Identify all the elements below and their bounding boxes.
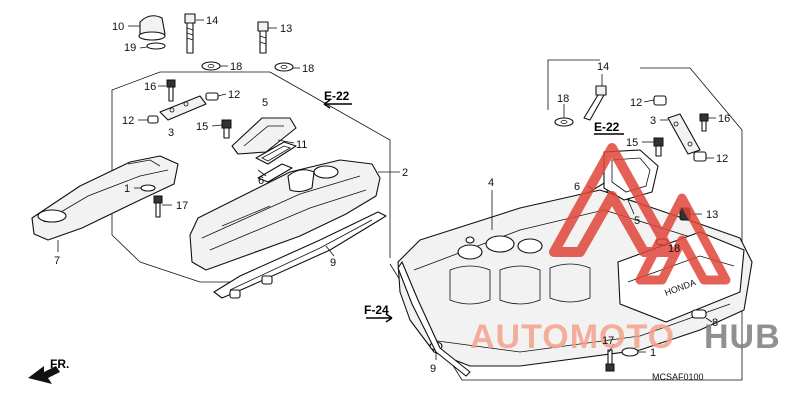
watermark-triangle-right [635, 193, 731, 285]
watermark-triangle-left [549, 143, 675, 257]
part-16-bolt [166, 79, 176, 102]
callout-1: 1 [650, 347, 656, 359]
part-12-grommet [147, 115, 159, 124]
callout-15: 15 [196, 121, 208, 133]
diagram-code: MCSAF0100 [652, 372, 704, 382]
callout-6: 6 [574, 181, 580, 193]
part-12-grommet [693, 151, 707, 162]
callout-17: 17 [602, 335, 614, 347]
callout-18: 18 [557, 93, 569, 105]
part-6-seal [257, 163, 293, 183]
callout-12: 12 [122, 115, 134, 127]
left-assembly-frame [111, 71, 391, 283]
part-5-breather-cover [231, 117, 297, 155]
part-8-grommet [691, 309, 707, 319]
watermark-suffix: HUB [704, 318, 781, 356]
reference-f24: F-24 [364, 303, 389, 317]
part-11-gasket [255, 141, 297, 165]
callout-8: 8 [712, 317, 718, 329]
part-15-bolt-right [653, 137, 664, 157]
watermark-prefix: AUTOMOTO [470, 318, 675, 356]
part-18-washer [201, 61, 221, 71]
callout-18: 18 [668, 243, 680, 255]
watermark: AUTOMOTO HUB [470, 143, 781, 356]
callout-12: 12 [228, 89, 240, 101]
callout-18: 18 [230, 61, 242, 73]
part-12-grommet [205, 92, 219, 101]
callout-1: 1 [124, 183, 130, 195]
callout-labels: 10 19 14 13 18 18 16 12 3 12 5 15 11 6 2… [54, 15, 730, 375]
callout-3: 3 [168, 127, 174, 139]
reference-e22-right: E-22 [594, 120, 620, 134]
left-leader-lines [57, 19, 400, 257]
callout-12: 12 [630, 97, 642, 109]
reference-labels: E-22 E-22 F-24 [323, 89, 624, 323]
callout-15: 15 [626, 137, 638, 149]
callout-16: 16 [144, 81, 156, 93]
front-direction-indicator: FR. [28, 357, 69, 384]
callout-18: 18 [302, 63, 314, 75]
part-19-o-ring [146, 42, 166, 50]
callout-5: 5 [634, 215, 640, 227]
front-arrow-icon [28, 366, 60, 384]
part-15-bolt [221, 119, 232, 139]
callout-13: 13 [280, 23, 292, 35]
part-16-bolt-right [699, 113, 709, 132]
callout-16: 16 [718, 113, 730, 125]
part-17-bolt-right [605, 349, 615, 372]
callout-6: 6 [258, 175, 264, 187]
part-13-bolt [257, 21, 269, 54]
part-9-head-cover-gasket [213, 211, 387, 299]
right-leader-lines [435, 74, 716, 360]
callout-17: 17 [176, 200, 188, 212]
part-3-breather-plate [159, 95, 207, 121]
callout-14: 14 [597, 61, 609, 73]
part-18-washer [274, 62, 294, 72]
front-label: FR. [50, 357, 69, 371]
callout-9: 9 [330, 257, 336, 269]
callout-2: 2 [402, 167, 408, 179]
part-7-side-cover [31, 155, 179, 241]
part-14-bolt [184, 13, 196, 54]
part-12-grommet [653, 95, 667, 106]
part-3-breather-plate-right [667, 113, 701, 155]
part-9-gasket-right [397, 261, 471, 377]
callout-11: 11 [296, 139, 307, 151]
part-17-bolt [153, 195, 163, 218]
part-14-bolt-right [583, 85, 607, 121]
part-10-oil-filler-cap [138, 15, 166, 41]
callout-13: 13 [706, 209, 718, 221]
part-18-washer [554, 117, 574, 127]
callout-12: 12 [716, 153, 728, 165]
callout-3: 3 [650, 115, 656, 127]
part-1-washer [140, 184, 156, 192]
callout-4: 4 [488, 177, 494, 189]
callout-7: 7 [54, 255, 60, 267]
part-2-left-cylinder-head-cover [189, 159, 381, 271]
callout-9: 9 [430, 363, 436, 375]
callout-14: 14 [206, 15, 218, 27]
callout-19: 19 [124, 42, 136, 54]
reference-e22-left: E-22 [324, 89, 350, 103]
callout-5: 5 [262, 97, 268, 109]
callout-10: 10 [112, 21, 124, 33]
